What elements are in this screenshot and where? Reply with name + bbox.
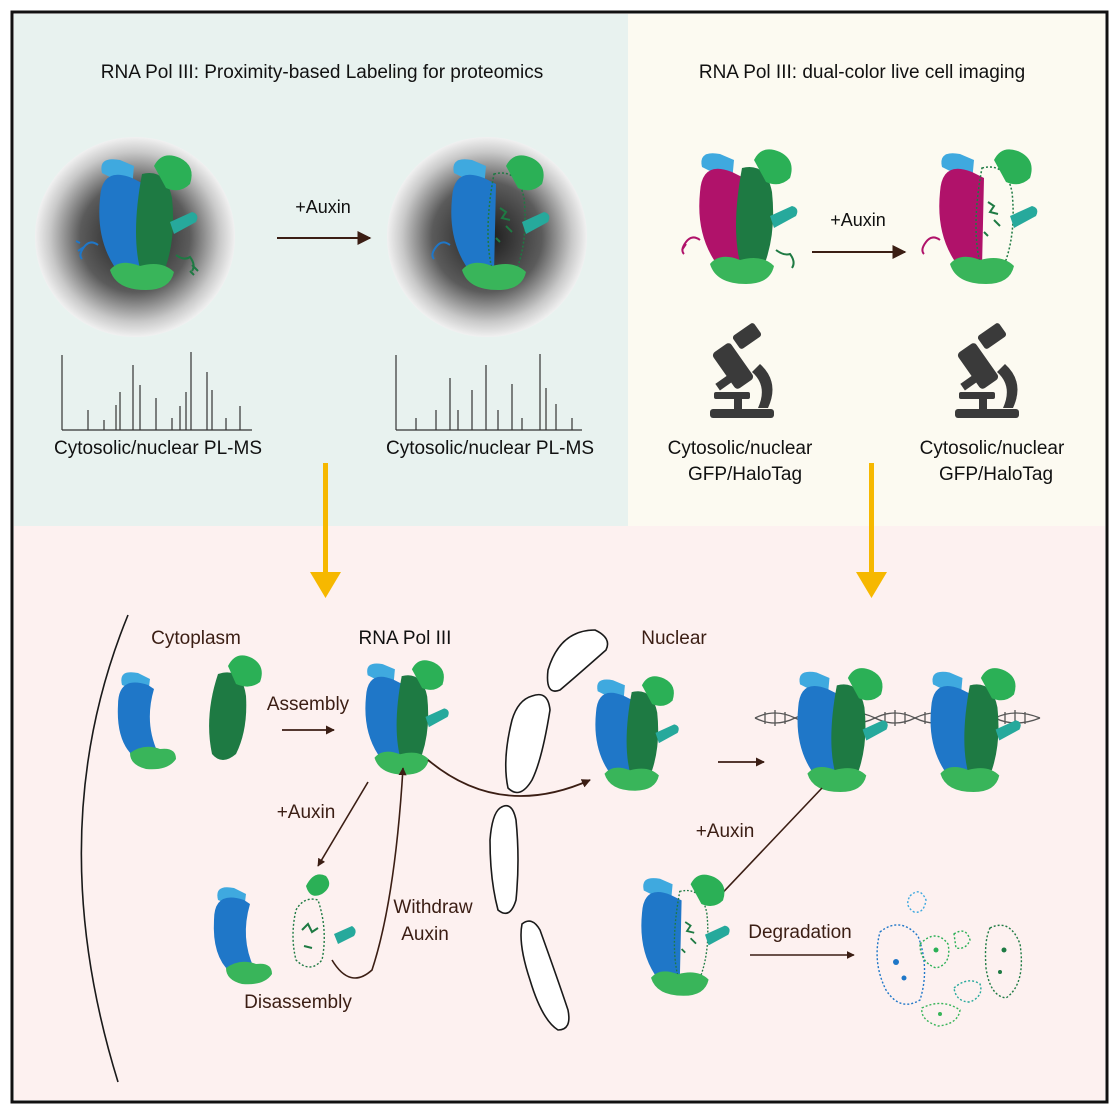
disassembly-label: Disassembly [244, 992, 352, 1013]
withdraw-label-line2: Auxin [401, 924, 449, 945]
pol3-label: RNA Pol III [359, 628, 452, 649]
withdraw-auxin-arrow [331, 767, 407, 979]
biotin-ligase-blue [75, 240, 99, 260]
green-subunit-free [209, 655, 262, 760]
blue-subunit-free [117, 672, 176, 770]
halotag-magenta [681, 236, 701, 255]
withdraw-label-line1: Withdraw [393, 897, 472, 918]
ms-spectrum-right [395, 354, 582, 431]
nuclear-envelope-segment [489, 804, 519, 915]
degraded-fragments [301, 922, 319, 949]
yellow-arrow-right [856, 463, 887, 598]
figure-border [10, 10, 1109, 1104]
biotin-ligase-green [175, 254, 199, 276]
proteomics-auxin-label: +Auxin [295, 197, 351, 217]
imaging-left-caption-line1: Cytosolic/nuclear [668, 438, 813, 459]
biotin-ligase-blue-right [431, 241, 451, 260]
nuclear-envelope-segment [520, 920, 570, 1031]
nuclear-label: Nuclear [641, 628, 707, 649]
teal-subunit-fragment [334, 926, 356, 944]
auxin-degradation-arrow [711, 787, 823, 905]
blue-subunit-disassembled [213, 887, 272, 985]
imaging-left-caption-line2: GFP/HaloTag [688, 464, 802, 485]
proteomics-title: RNA Pol III: Proximity-based Labeling fo… [101, 62, 543, 83]
imaging-right-caption-line1: Cytosolic/nuclear [920, 438, 1065, 459]
cytoplasm-label: Cytoplasm [151, 628, 241, 649]
yellow-arrow-left [310, 463, 341, 598]
imaging-right-caption-line2: GFP/HaloTag [939, 464, 1053, 485]
assembly-label: Assembly [267, 694, 350, 715]
halotag-magenta-right [921, 236, 941, 255]
imaging-panel [628, 14, 1105, 526]
nuclear-envelope-segment [546, 629, 609, 692]
green-subunit-fragment [306, 874, 330, 896]
degraded-fragment-dots [893, 947, 1007, 1016]
proteomics-left-caption: Cytosolic/nuclear PL-MS [54, 438, 262, 459]
imaging-auxin-label: +Auxin [830, 210, 886, 230]
auxin-right-label: +Auxin [696, 821, 755, 842]
nuclear-envelope-segment [504, 693, 551, 794]
degradation-label: Degradation [748, 922, 852, 943]
ms-spectrum-left [61, 352, 252, 431]
imaging-title: RNA Pol III: dual-color live cell imagin… [699, 62, 1025, 83]
gfp-green [775, 249, 795, 269]
degraded-protein-fragments [876, 891, 1023, 1027]
proteomics-right-caption: Cytosolic/nuclear PL-MS [386, 438, 594, 459]
auxin-disassembly-arrow [317, 781, 369, 867]
auxin-left-label: +Auxin [277, 802, 336, 823]
cell-membrane [80, 614, 129, 1083]
nuclear-import-arrow [427, 759, 591, 797]
